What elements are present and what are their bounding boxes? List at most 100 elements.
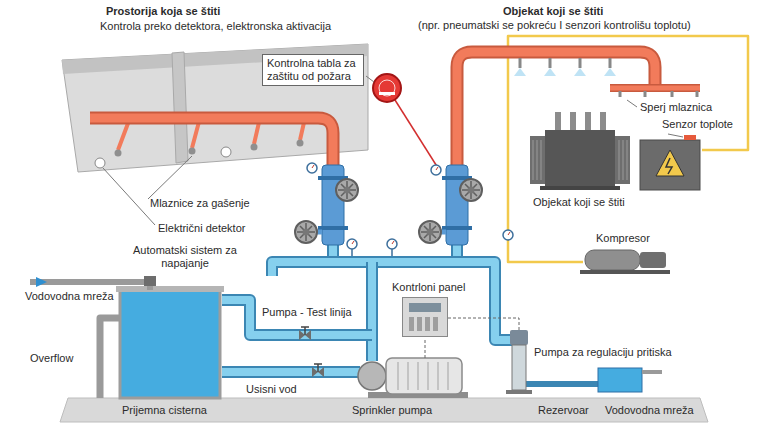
overflow-pipe — [100, 318, 120, 398]
part-label: Automatski sistem za napajanje — [133, 244, 237, 270]
water-pipe — [222, 300, 372, 335]
pneumatic-line — [508, 36, 748, 262]
part-label: Overflow — [30, 352, 73, 365]
sprinkler-head — [297, 140, 304, 147]
part-label: Sprinkler pumpa — [352, 404, 432, 417]
water-pipe — [368, 262, 376, 361]
water-pipe — [222, 366, 360, 378]
part-label: Usisni vod — [246, 383, 297, 396]
hazard-cabinet — [666, 158, 672, 174]
pressure-gauge — [431, 165, 441, 175]
electric-detector — [221, 147, 231, 157]
transformer — [570, 112, 576, 130]
leader-line — [627, 100, 637, 107]
orange-pipe — [610, 86, 700, 91]
sprinkler-head — [251, 144, 258, 151]
part-label: Mlaznice za gašenje — [150, 197, 250, 210]
heat-sensor — [684, 135, 696, 140]
valve-wheel — [419, 221, 441, 243]
supply-pipe — [30, 282, 150, 290]
compressor — [640, 252, 666, 268]
sprinkler-head — [115, 150, 122, 157]
panel-buttons — [409, 317, 441, 331]
valve-station — [442, 226, 472, 230]
section-heading: Objekat koji se štiti — [503, 5, 603, 18]
water-pipe — [222, 368, 360, 376]
sprinkler-head — [189, 148, 196, 155]
receiving-tank — [116, 286, 224, 398]
sprinkler-pump — [358, 362, 386, 390]
part-label: Kompresor — [596, 232, 650, 245]
water-pipe — [366, 262, 378, 361]
jockey-pump — [510, 330, 528, 345]
valve-wheel — [295, 221, 317, 243]
orange-pipe — [610, 84, 700, 92]
leader-line — [668, 134, 683, 137]
transformer — [545, 130, 615, 188]
hazard-cabinet — [640, 140, 700, 190]
reservoir — [642, 370, 662, 374]
spray-nozzle — [620, 91, 697, 97]
part-label: Pumpa za regulaciju pritiska — [534, 346, 672, 359]
sprinkler-pump — [398, 362, 448, 390]
valve-station — [318, 226, 348, 230]
part-label: Objekat koji se štiti — [533, 196, 625, 209]
supply-pipe — [30, 276, 156, 290]
part-label: Električni detektor — [158, 222, 245, 235]
pressure-gauge — [347, 239, 357, 249]
leader-line — [148, 156, 192, 199]
receiving-tank — [120, 290, 220, 398]
spray-nozzle — [520, 58, 610, 68]
sprinkler-pump — [358, 358, 468, 398]
jockey-pump — [506, 390, 532, 394]
pneumatic-line — [508, 36, 748, 262]
part-label: Vodovodna mreža — [25, 290, 114, 303]
alarm-bell — [373, 74, 438, 168]
panel-display — [409, 303, 441, 312]
section-subtitle: (npr. pneumatski se pokreću I senzori ko… — [418, 19, 691, 32]
jockey-pump — [512, 345, 526, 390]
part-label: Rezervoar — [538, 404, 589, 417]
receiving-tank — [116, 286, 224, 292]
sprinkler-pump — [386, 358, 462, 394]
panel-label: Kontrloni panel — [392, 281, 476, 294]
compressor — [580, 250, 670, 274]
orange-pipe — [90, 118, 333, 168]
pressure-gauge — [387, 239, 397, 249]
alarm-bell — [395, 100, 438, 168]
inline-valve — [312, 364, 324, 377]
part-label: Senzor toplote — [662, 118, 733, 131]
section-subtitle: Kontrola preko detektora, elektronska ak… — [100, 20, 331, 33]
water-pipe — [526, 381, 598, 387]
spray-nozzle — [514, 68, 616, 76]
compressor — [580, 270, 670, 274]
part-label: Pumpa - Test linija — [262, 306, 352, 319]
gauge-stem — [352, 249, 392, 256]
valve-station — [306, 165, 472, 245]
protected-room — [62, 44, 368, 172]
orange-pipe — [90, 118, 333, 168]
transformer — [533, 140, 627, 180]
protected-room — [172, 52, 188, 163]
electric-detector — [95, 147, 231, 168]
supply-pipe — [36, 277, 47, 287]
spray-nozzle — [514, 58, 697, 97]
water-pipe — [272, 262, 512, 340]
heat-sensor — [684, 135, 696, 140]
alarm-bell — [379, 80, 395, 96]
jockey-pump — [506, 330, 532, 394]
valve-wheel — [336, 179, 358, 201]
transformer — [555, 112, 561, 130]
compressor — [585, 250, 640, 270]
control-panel-box — [402, 297, 448, 337]
electric-detector — [95, 158, 105, 168]
inline-valve — [299, 327, 311, 340]
part-label: Sperj mlaznica — [640, 101, 712, 114]
hazard-cabinet — [656, 150, 684, 176]
control-panel: Kontrloni panel — [392, 281, 476, 337]
floor-base — [60, 398, 708, 422]
water-pipe — [222, 300, 372, 335]
